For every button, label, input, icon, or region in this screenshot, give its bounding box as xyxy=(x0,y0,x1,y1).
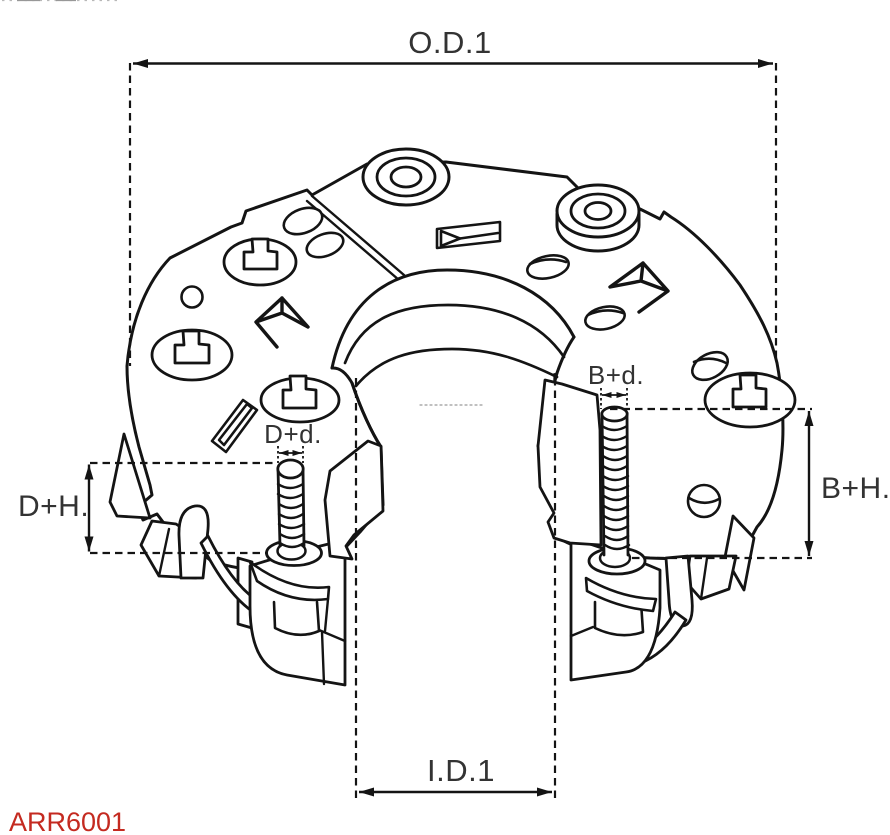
right-leg-panel xyxy=(536,378,603,547)
left-foot-assembly-path-4 xyxy=(177,504,210,580)
small-hole-center-path-2 xyxy=(528,258,568,266)
right-foot-assembly-path-1 xyxy=(723,514,756,592)
small-hole-right-path-2 xyxy=(692,357,728,365)
rivet-pad-left-path-2 xyxy=(173,329,211,365)
rivet-pad-top-left xyxy=(222,237,298,287)
facet-hole-pair-ellipse-1 xyxy=(282,206,324,236)
right-foot-assembly-path-8 xyxy=(593,600,645,637)
small-hole-mid-right-path-2 xyxy=(586,309,625,317)
d-plus-d-label: D+d. xyxy=(264,419,322,449)
stud-right xyxy=(587,405,647,576)
d-dimensions: D+d. D+H. xyxy=(18,419,322,555)
id1-dimension: I.D.1 xyxy=(354,378,557,800)
central-bore-collar-path-5 xyxy=(330,366,354,385)
b-plus-d-label: B+d. xyxy=(588,360,644,390)
rivet-pad-right-path-2 xyxy=(731,373,768,409)
right-foot-assembly-path-9 xyxy=(584,576,658,613)
arrow-mark-left xyxy=(254,296,310,349)
left-foot-assembly xyxy=(108,432,347,687)
stud-left-ellipse-5 xyxy=(276,458,305,480)
slot-left xyxy=(210,398,259,454)
left-foot-assembly-path-11 xyxy=(248,560,331,602)
od1-dimension: O.D.1 xyxy=(128,25,778,366)
rivet-pad-bottom-center xyxy=(259,374,341,424)
small-hole-mid-right xyxy=(584,305,626,331)
central-bore-collar xyxy=(330,268,576,406)
stud-left-path-6 xyxy=(276,482,306,549)
central-bore-collar-path-2 xyxy=(330,268,576,370)
bore-neck xyxy=(350,371,559,449)
slot-left-path-2 xyxy=(217,402,254,447)
rectifier-part xyxy=(108,147,797,687)
terminal-boss-left-ellipse-3 xyxy=(389,165,423,189)
dimension-annotations: O.D.1 I.D.1 D+d. D+H. B+d. xyxy=(18,25,890,800)
stud-right-path-3 xyxy=(602,414,627,554)
d-plus-h-label: D+H. xyxy=(18,490,89,523)
rivet-pad-left xyxy=(150,328,234,382)
rivet-pad-bottom-center-path-2 xyxy=(281,374,318,410)
facet-hole-pair-ellipse-2 xyxy=(305,231,345,259)
slot-center-arrow-path-2 xyxy=(439,229,462,248)
arrow-mark-left-path-1 xyxy=(254,296,310,349)
right-foot-assembly-path-7 xyxy=(569,625,595,638)
screw-head-right-path-2 xyxy=(687,496,721,505)
left-foot-assembly-path-1 xyxy=(108,432,152,520)
central-bore-collar-path-1 xyxy=(332,270,574,383)
terminal-boss-right xyxy=(555,183,641,253)
left-foot-assembly-path-12 xyxy=(323,597,330,633)
right-foot-assembly-path-3 xyxy=(699,556,709,601)
left-foot-assembly-path-9 xyxy=(317,628,347,643)
small-hole-center xyxy=(526,254,570,280)
facet-hole-pair xyxy=(282,206,345,259)
central-bore-collar-path-3 xyxy=(343,303,566,365)
central-bore-collar-path-4 xyxy=(354,347,559,388)
slot-center-arrow-path-3 xyxy=(458,231,500,240)
arrow-mark-right xyxy=(608,261,670,314)
left-foot-assembly-path-8 xyxy=(320,630,326,686)
slot-center-arrow xyxy=(435,220,502,250)
left-foot-assembly-path-3 xyxy=(157,527,171,578)
terminal-boss-left xyxy=(361,147,451,207)
rivet-pad-top-left-path-2 xyxy=(242,237,279,271)
terminal-boss-right-ellipse-4 xyxy=(583,201,613,221)
small-hole-left xyxy=(180,285,204,309)
arrow-mark-right-path-1 xyxy=(608,261,670,314)
b-dimensions: B+d. B+H. xyxy=(588,360,890,560)
b-plus-h-label: B+H. xyxy=(821,472,890,505)
stud-right-path-6 xyxy=(600,424,631,551)
left-leg-panel xyxy=(323,439,385,561)
rivet-pad-right xyxy=(703,371,797,429)
right-foot-assembly-path-2 xyxy=(684,554,738,601)
left-foot-assembly-path-10 xyxy=(272,600,321,637)
id1-label: I.D.1 xyxy=(427,753,495,788)
right-foot-assembly xyxy=(569,514,756,682)
central-bore-collar-path-6 xyxy=(555,335,576,375)
stud-right-ellipse-5 xyxy=(600,405,629,423)
stud-left xyxy=(265,458,323,567)
small-hole-right xyxy=(691,350,729,382)
screw-head-right-circle-1 xyxy=(686,483,722,519)
screw-head-right xyxy=(686,483,722,519)
bore-neck-path-1 xyxy=(350,381,383,449)
od1-label: O.D.1 xyxy=(408,25,491,60)
plate-fold-edge-path-1 xyxy=(310,194,406,277)
part-number-label: ARR6001 xyxy=(9,807,126,835)
